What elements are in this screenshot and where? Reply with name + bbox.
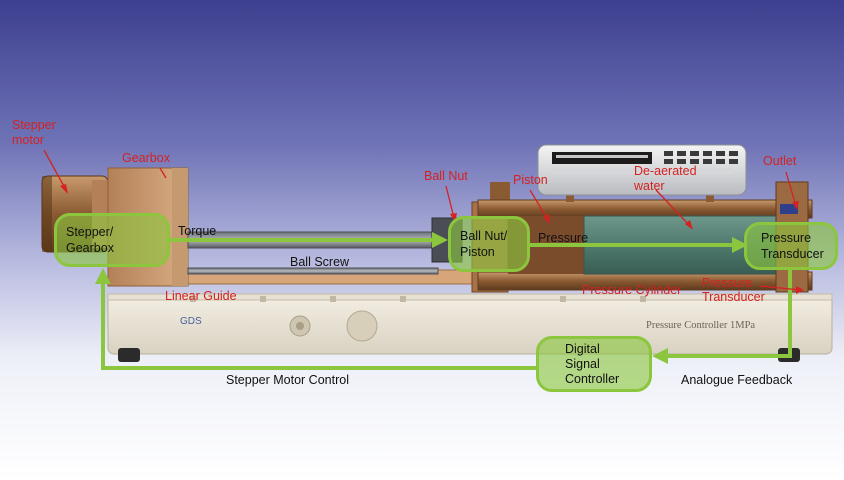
flow-arrows (95, 232, 792, 370)
label-analogue-feedback: Analogue Feedback (681, 373, 793, 387)
box-pressure-transducer: Pressure Transducer (744, 222, 838, 270)
label-stepper-motor: Stepper motor (12, 118, 56, 147)
label-stepper-motor-control: Stepper Motor Control (226, 373, 349, 387)
analogue-feedback-line (660, 270, 792, 358)
analogue-feedback-arrow-head (652, 348, 668, 364)
label-linear-guide: Linear Guide (165, 289, 237, 303)
stepper-control-line (101, 280, 536, 370)
torque-arrow-head (432, 232, 448, 248)
box-ball-nut-piston: Ball Nut/ Piston (448, 216, 530, 272)
nameplate: Pressure Controller 1MPa (646, 320, 756, 331)
box-stepper-gearbox: Stepper/ Gearbox (54, 213, 170, 267)
label-torque: Torque (178, 224, 217, 238)
label-pressure-cylinder: Pressure Cylinder (582, 283, 682, 297)
label-ball-nut: Ball Nut (424, 169, 468, 183)
base-housing (107, 293, 833, 362)
display-unit (537, 144, 747, 196)
pointer-arrows (43, 149, 804, 294)
guide-rod (187, 267, 439, 275)
label-ball-screw: Ball Screw (290, 255, 350, 269)
stepper-control-arrow-head (95, 268, 111, 284)
label-gearbox: Gearbox (122, 151, 170, 165)
label-pressure-transducer: Pressure Transducer (702, 276, 765, 304)
pressure-arrow-head (732, 237, 748, 253)
label-outlet: Outlet (763, 154, 797, 168)
gds-logo: GDS (180, 316, 202, 327)
label-piston: Piston (513, 173, 548, 187)
label-deaerated-water: De-aerated water (634, 164, 697, 193)
label-pressure: Pressure (538, 231, 589, 245)
box-digital-signal-controller: Digital Signal Controller (536, 336, 652, 392)
